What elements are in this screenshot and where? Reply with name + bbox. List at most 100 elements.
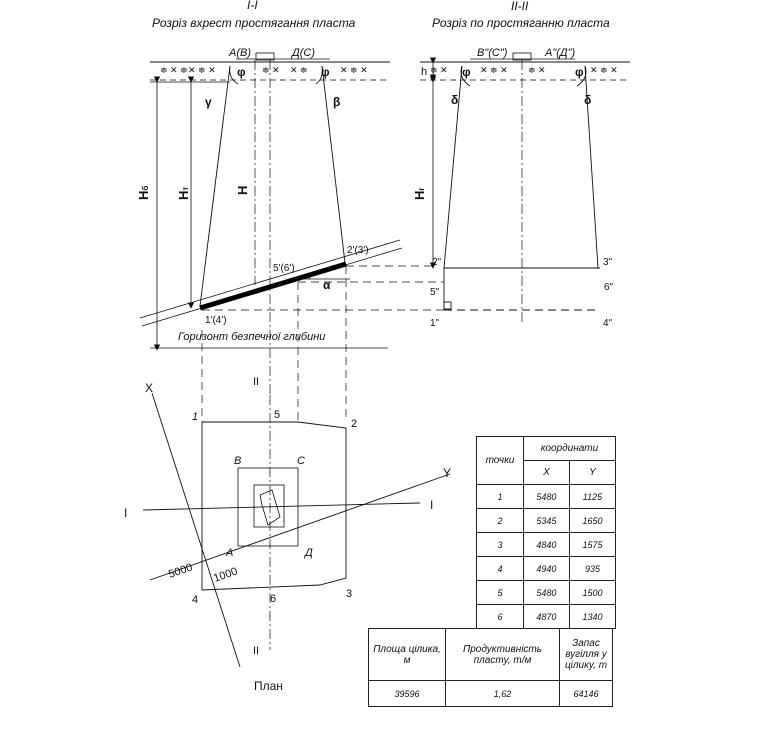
section2-subtitle: Розріз по простяганню пласта: [432, 16, 610, 30]
summary-area: 39596: [368, 680, 446, 707]
section1-labels: А(В) Д(С) φ φ γ β Нб Нт Н 2'(3') 5'(6') …: [136, 47, 369, 343]
point-2-3: 2'(3'): [347, 245, 369, 256]
label-II-top: II: [253, 376, 259, 388]
coord-point: 2: [476, 508, 524, 533]
svg-text:✕ ≑ ✕: ✕ ≑ ✕: [480, 65, 508, 75]
coord-header-x: X: [522, 460, 570, 485]
table-row: 4 4940 935: [476, 556, 617, 581]
svg-text:≑ ✕: ≑ ✕: [430, 65, 448, 75]
alpha-label: α: [323, 278, 331, 292]
plan-axes: [142, 392, 451, 668]
phi-right-2: φ: [575, 65, 584, 79]
label-II-bottom: II: [253, 645, 259, 657]
section1-projection-lines: [201, 265, 445, 422]
phi-right: φ: [321, 65, 330, 79]
table-row: 5 5480 1500: [476, 580, 617, 605]
coord-y: 1125: [568, 484, 617, 509]
point-6b: 6": [604, 282, 614, 293]
coord-point: 1: [476, 484, 524, 509]
section2-surface: [420, 52, 630, 81]
coord-point: 3: [476, 532, 524, 557]
plan-caption: План: [254, 679, 283, 693]
seam: [139, 239, 403, 327]
label-d-c: Д(С): [290, 47, 315, 59]
coord-point: 4: [476, 556, 524, 581]
coord-y: 935: [568, 556, 617, 581]
point-1-4: 1'(4'): [205, 315, 227, 326]
summary-reserve: 64146: [559, 680, 613, 707]
summary-header-productivity: Продуктивність пласту, т/м: [445, 628, 560, 681]
coord-y: 1650: [568, 508, 617, 533]
point-5-6: 5'(6'): [273, 263, 295, 274]
point-4b: 4": [603, 318, 613, 329]
delta-left: δ: [451, 93, 458, 107]
section2-labels: В"(С") А"(Д") φ φ δ δ h Нг 2" 3" 5" 6" 1…: [412, 47, 614, 329]
hg-label: Нг: [412, 187, 427, 200]
coord-point: 5: [476, 580, 524, 605]
coord-header-y: Y: [568, 460, 617, 485]
svg-text:✕ ≑ ✕: ✕ ≑ ✕: [590, 65, 618, 75]
section2-title: II-II: [511, 0, 529, 13]
point-5b: 5": [430, 287, 440, 298]
section2-soil-hatching: ≑ ✕ ✕ ≑ ✕ ≑ ✕ ✕ ≑ ✕: [430, 65, 618, 75]
label-I-left: I: [124, 506, 127, 520]
plan-corner-d: Д: [303, 547, 313, 559]
svg-text:✕ ≑ ✕: ✕ ≑ ✕: [340, 65, 368, 75]
delta-right: δ: [584, 93, 591, 107]
h-label: Н: [235, 186, 250, 195]
summary-header-area: Площа цілика, м: [368, 628, 446, 681]
table-row: 2 5345 1650: [476, 508, 617, 533]
plan-corner-c: С: [297, 455, 305, 467]
plan-point-2: 2: [351, 418, 357, 430]
seam-pillar-segment: [199, 261, 347, 311]
phi-left-2: φ: [462, 65, 471, 79]
svg-text:≑ ✕: ≑ ✕: [528, 65, 546, 75]
coord-y: 1500: [568, 580, 617, 605]
plan-corner-a: А: [225, 547, 233, 559]
axis-x-label: X: [145, 381, 153, 395]
coord-x: 4940: [522, 556, 570, 581]
svg-text:✕ ≑ ✕: ✕ ≑ ✕: [188, 65, 216, 75]
coord-x: 5345: [522, 508, 570, 533]
horizon-label: Горизонт безпечної глибини: [178, 331, 325, 343]
summary-table: Площа цілика, м Продуктивність пласту, т…: [368, 628, 613, 707]
coord-x: 5480: [522, 484, 570, 509]
coord-x: 5480: [522, 580, 570, 605]
axis-y-label: Y: [443, 466, 451, 480]
point-2b: 2": [432, 257, 442, 268]
phi-left: φ: [237, 65, 246, 79]
table-row: 39596 1,62 64146: [368, 680, 613, 707]
label-a-b: А(В): [228, 47, 251, 59]
section2-pillar-lines: [443, 65, 600, 311]
coord-y: 1575: [568, 532, 617, 557]
plan-corner-b: В: [234, 455, 241, 467]
coord-header-coords: координати: [522, 436, 617, 461]
svg-text:✕ ≑: ✕ ≑: [290, 65, 308, 75]
scale-5000: 5000: [167, 562, 194, 581]
summary-productivity: 1,62: [445, 680, 560, 707]
section1-pillar-lines: [199, 65, 346, 307]
scale-1000: 1000: [212, 566, 239, 585]
plan-pillar: [201, 421, 347, 591]
plan-point-5: 5: [274, 409, 280, 421]
beta-label: β: [333, 95, 340, 109]
label-I-right: I: [430, 498, 433, 512]
plan-point-1: 1: [192, 411, 198, 423]
plan-point-3: 3: [346, 588, 352, 600]
summary-header-reserve: Запас вугілля у цілику, т: [559, 628, 613, 681]
plan-point-6: 6: [270, 593, 276, 605]
plan-labels: X Y I I II II 1 5 2 3 6 4 В С А Д 5000 1…: [124, 376, 451, 693]
hb-label: Нб: [136, 186, 151, 200]
section1-subtitle: Розріз вхрест простягання пласта: [152, 16, 356, 30]
coord-x: 4840: [522, 532, 570, 557]
section1-title: I-I: [247, 0, 258, 12]
point-3b: 3": [603, 257, 613, 268]
section1-dimensions: [150, 76, 230, 351]
svg-text:≑ ✕ ≑: ≑ ✕ ≑: [160, 65, 188, 75]
gamma-label: γ: [205, 95, 212, 109]
coord-y: 1340: [568, 604, 617, 629]
coord-x: 4870: [522, 604, 570, 629]
h-small-label: h: [421, 66, 427, 78]
label-b-c: В"(С"): [477, 47, 508, 59]
label-a-d: А"(Д"): [544, 47, 576, 59]
